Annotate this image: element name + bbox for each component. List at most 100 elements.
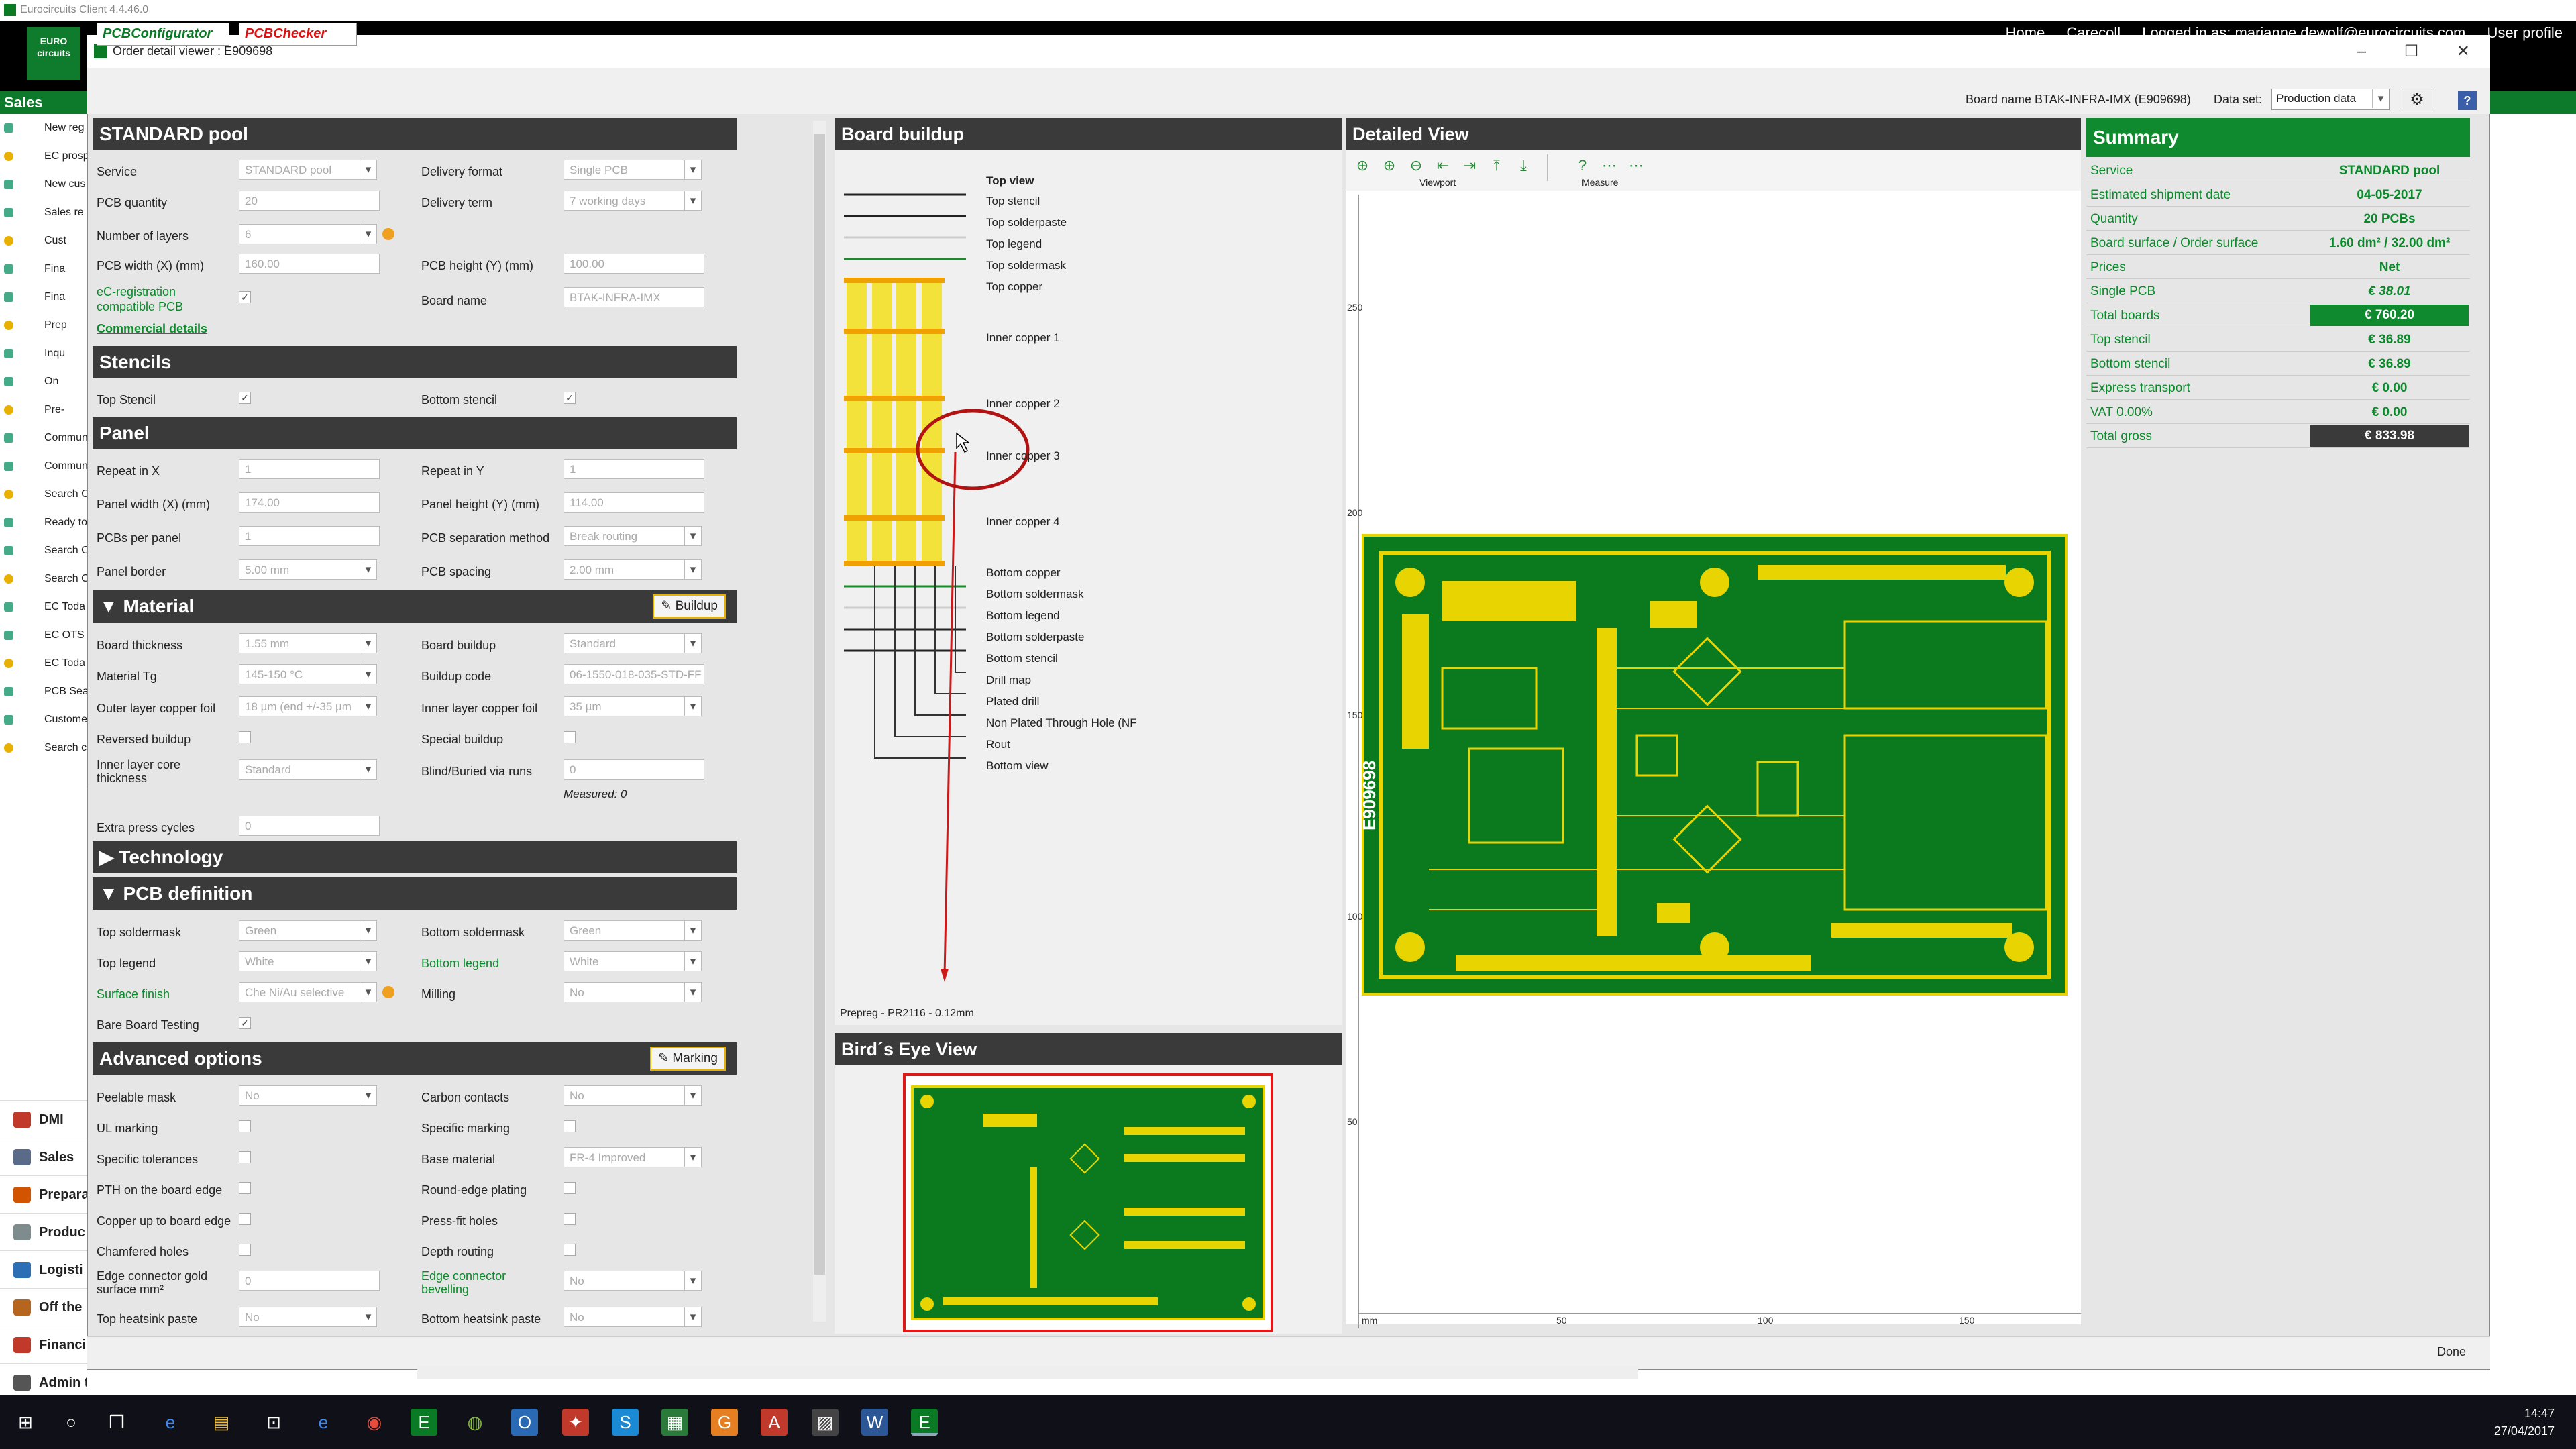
store-icon[interactable]: ⊡ (266, 1412, 281, 1432)
pdf-icon[interactable]: A (761, 1409, 788, 1436)
bottom-stencil-checkbox[interactable]: ✓ (564, 392, 576, 404)
buildup-layer-label[interactable]: Bottom soldermask (986, 588, 1084, 600)
buildup-layer-label[interactable]: Inner copper 2 (986, 397, 1060, 410)
buildup-layer-label[interactable]: Bottom legend (986, 609, 1060, 622)
module-item[interactable]: DMI (0, 1100, 87, 1138)
surface-finish-info-icon[interactable] (382, 986, 394, 998)
top-legend-select[interactable]: White (239, 951, 377, 971)
gc-app-icon[interactable]: G (711, 1409, 738, 1436)
copper-edge-checkbox[interactable] (239, 1213, 251, 1225)
tree-item[interactable]: EC Toda (0, 593, 87, 621)
measure-horizontal-icon[interactable]: ⋯ (1602, 157, 1617, 174)
tree-item[interactable]: Fina (0, 283, 87, 311)
tree-item[interactable]: EC OTS (0, 621, 87, 649)
outlook-icon[interactable]: O (511, 1409, 538, 1436)
reversed-buildup-checkbox[interactable] (239, 731, 251, 743)
delivery-format-select[interactable]: Single PCB (564, 160, 702, 180)
maps-icon[interactable]: ◍ (467, 1412, 483, 1432)
outer-foil-select[interactable]: 18 µm (end +/-35 µm (239, 696, 377, 716)
panel-width-input[interactable]: 174.00 (239, 492, 380, 513)
maximize-icon[interactable]: ☐ (2404, 42, 2419, 60)
skype-icon[interactable]: S (612, 1409, 639, 1436)
buildup-code-input[interactable]: 06-1550-018-035-STD-FF (564, 664, 704, 684)
carbon-select[interactable]: No (564, 1085, 702, 1106)
module-item[interactable]: Financi (0, 1326, 87, 1363)
section-technology[interactable]: ▶ Technology (93, 841, 737, 873)
spreadsheet-icon[interactable]: ▦ (661, 1409, 688, 1436)
marking-button[interactable]: ✎ Marking (650, 1046, 726, 1071)
bottom-legend-select[interactable]: White (564, 951, 702, 971)
measure-vertical-icon[interactable]: ⋯ (1629, 157, 1644, 174)
data-set-select[interactable]: Production data (2271, 89, 2390, 110)
inner-core-select[interactable]: Standard (239, 759, 377, 780)
buildup-layer-label[interactable]: Top stencil (986, 195, 1040, 207)
buildup-layer-label[interactable]: Inner copper 1 (986, 331, 1060, 344)
module-item[interactable]: Prepara (0, 1175, 87, 1213)
zoom-out-icon[interactable]: ⊖ (1409, 157, 1423, 174)
form-scrollbar-thumb[interactable] (814, 134, 825, 1275)
buildup-layer-label[interactable]: Bottom view (986, 759, 1049, 772)
pth-edge-checkbox[interactable] (239, 1182, 251, 1194)
pcb-width-input[interactable]: 160.00 (239, 254, 380, 274)
buildup-layer-label[interactable]: Bottom copper (986, 566, 1061, 579)
pan-left-icon[interactable]: ⇤ (1436, 157, 1450, 174)
layers-info-icon[interactable] (382, 228, 394, 240)
pcb-spacing-select[interactable]: 2.00 mm (564, 559, 702, 580)
buildup-layer-label[interactable]: Rout (986, 738, 1010, 751)
module-item[interactable]: Off the (0, 1288, 87, 1326)
pcb-quantity-input[interactable]: 20 (239, 191, 380, 211)
chrome-icon[interactable]: ◉ (366, 1412, 382, 1432)
chamfered-checkbox[interactable] (239, 1244, 251, 1256)
milling-select[interactable]: No (564, 982, 702, 1002)
tree-item[interactable]: Custome (0, 706, 87, 734)
module-item[interactable]: Logisti (0, 1250, 87, 1288)
buildup-layer-label[interactable]: Top soldermask (986, 259, 1067, 272)
buildup-layer-label[interactable]: Non Plated Through Hole (NF (986, 716, 1137, 729)
tree-item[interactable]: Search C (0, 480, 87, 508)
measure-help-icon[interactable]: ? (1578, 157, 1587, 174)
file-explorer-icon[interactable]: ▤ (213, 1412, 230, 1432)
app-icon-red[interactable]: ✦ (562, 1409, 589, 1436)
separation-select[interactable]: Break routing (564, 526, 702, 546)
layers-select[interactable]: 6 (239, 224, 377, 244)
ul-marking-checkbox[interactable] (239, 1120, 251, 1132)
module-item[interactable]: Admin tools (0, 1363, 87, 1401)
repeat-y-input[interactable]: 1 (564, 459, 704, 479)
word-icon[interactable]: W (861, 1409, 888, 1436)
pan-down-icon[interactable]: ⤓ (1520, 157, 1527, 174)
edge-gold-input[interactable]: 0 (239, 1271, 380, 1291)
board-name-input[interactable]: BTAK-INFRA-IMX (564, 287, 704, 307)
inner-foil-select[interactable]: 35 µm (564, 696, 702, 716)
tab-pcb-configurator[interactable]: PCBConfigurator (97, 23, 229, 46)
pcb-height-input[interactable]: 100.00 (564, 254, 704, 274)
eurocircuits-app-icon[interactable]: E (411, 1409, 437, 1436)
buildup-layer-label[interactable]: Inner copper 4 (986, 515, 1060, 528)
zoom-fit-icon[interactable]: ⊕ (1356, 157, 1369, 174)
spec-tol-checkbox[interactable] (239, 1151, 251, 1163)
tree-item[interactable]: Search C (0, 565, 87, 593)
gear-icon[interactable]: ⚙ (2402, 89, 2432, 111)
board-thickness-select[interactable]: 1.55 mm (239, 633, 377, 653)
user-profile-link[interactable]: User profile (2487, 24, 2563, 41)
service-select[interactable]: STANDARD pool (239, 160, 377, 180)
module-item[interactable]: Sales (0, 1138, 87, 1175)
close-icon[interactable]: ✕ (2456, 42, 2470, 60)
peelable-select[interactable]: No (239, 1085, 377, 1106)
bottom-soldermask-select[interactable]: Green (564, 920, 702, 941)
form-scrollbar[interactable] (813, 121, 826, 1322)
tree-item[interactable]: Commun (0, 452, 87, 480)
edge-browser-icon[interactable]: e (165, 1412, 176, 1432)
top-stencil-checkbox[interactable]: ✓ (239, 392, 251, 404)
depth-routing-checkbox[interactable] (564, 1244, 576, 1256)
ie-browser-icon[interactable]: e (318, 1412, 329, 1432)
board-buildup-select[interactable]: Standard (564, 633, 702, 653)
tree-item[interactable]: Commun (0, 424, 87, 452)
zoom-in-icon[interactable]: ⊕ (1383, 157, 1396, 174)
buildup-layer-label[interactable]: Drill map (986, 674, 1032, 686)
photos-icon[interactable]: ▨ (812, 1409, 839, 1436)
bare-board-checkbox[interactable]: ✓ (239, 1017, 251, 1029)
tree-item[interactable]: EC prosp (0, 142, 87, 170)
panel-border-select[interactable]: 5.00 mm (239, 559, 377, 580)
buildup-button[interactable]: ✎ Buildup (653, 594, 726, 619)
tree-item[interactable]: Cust (0, 227, 87, 255)
